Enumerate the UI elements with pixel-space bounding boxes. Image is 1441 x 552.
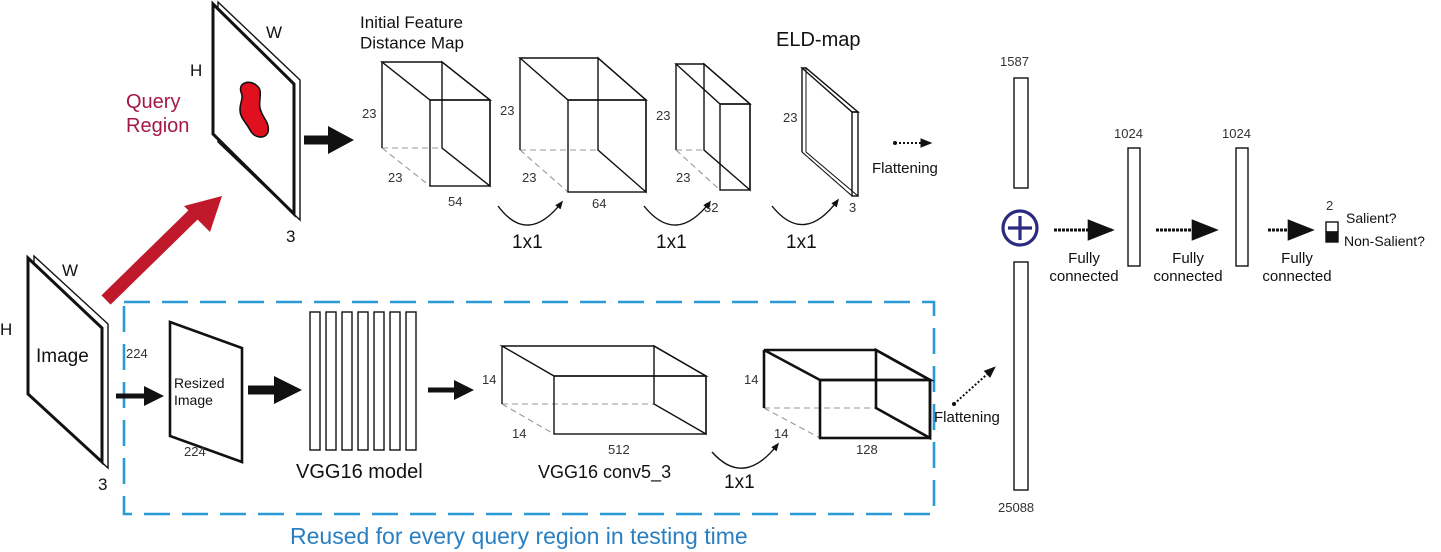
output-vector	[1325, 221, 1339, 243]
image-dim-c: 3	[98, 475, 107, 494]
vgg16-layers	[309, 311, 417, 451]
eld-dim-w: 3	[849, 200, 856, 215]
fc2-size: 1024	[1222, 126, 1251, 141]
query-red-arrow	[101, 196, 222, 305]
reuse-dashed-box	[122, 300, 936, 516]
query-region-plate	[211, 0, 301, 222]
c128-dim-h: 14	[744, 372, 758, 387]
c32-dim-h: 23	[656, 108, 670, 123]
query-dim-w: W	[266, 23, 282, 42]
image-dim-w: W	[62, 261, 78, 280]
c32-dim-d: 23	[676, 170, 690, 185]
eld-dim-h: 23	[783, 110, 797, 125]
image-label: Image	[36, 346, 89, 367]
conv-1x1-label-a: 1x1	[512, 232, 543, 253]
query-dim-c: 3	[286, 227, 295, 246]
eld-map-label: ELD-map	[776, 29, 860, 51]
conv-curve-arrow-c	[771, 198, 839, 226]
feature-cuboid-64	[518, 56, 648, 194]
ifdm-dim-d: 23	[388, 170, 402, 185]
ifdm-dim-h: 23	[362, 106, 376, 121]
vgg16-model-label: VGG16 model	[296, 461, 423, 483]
feature-cuboid-32	[674, 62, 752, 192]
conv-1x1-label-b: 1x1	[656, 232, 687, 253]
query-dim-h: H	[190, 61, 202, 80]
vector-vgg-25088	[1013, 261, 1029, 491]
image-to-resized-arrow	[116, 386, 164, 406]
resized-to-vgg-arrow	[248, 376, 302, 404]
reuse-caption: Reused for every query region in testing…	[290, 523, 748, 549]
conv5-dim-w: 512	[608, 442, 630, 457]
feature-cuboid-128	[762, 347, 936, 441]
image-dim-h: H	[0, 320, 12, 339]
conv-curve-arrow-d	[711, 442, 780, 469]
concat-top-dim: 1587	[1000, 54, 1029, 69]
conv5-dim-h: 14	[482, 372, 496, 387]
input-image-plate	[26, 254, 109, 470]
conv-1x1-label-d: 1x1	[724, 472, 755, 493]
fc1-vector	[1127, 147, 1141, 267]
c64-dim-w: 64	[592, 196, 606, 211]
non-salient-label: Non-Salient?	[1344, 233, 1425, 249]
out-size: 2	[1326, 198, 1333, 213]
fc2-vector	[1235, 147, 1249, 267]
eld-map-cuboid	[800, 66, 860, 198]
circle-plus-icon	[1001, 209, 1039, 247]
conv5-dim-d: 14	[512, 426, 526, 441]
resized-dim-w: 224	[184, 444, 206, 459]
vgg16-conv-label: VGG16 conv5_3	[538, 462, 671, 483]
salient-label: Salient?	[1346, 210, 1397, 226]
fc1-size: 1024	[1114, 126, 1143, 141]
vgg16-conv5-cuboid	[499, 344, 709, 436]
vgg-to-conv5-arrow	[428, 380, 474, 400]
flatten-bottom-arrow	[953, 366, 996, 405]
ifdm-dim-w: 54	[448, 194, 462, 209]
conv-curve-arrow-a	[497, 200, 564, 226]
conv-curve-arrow-b	[643, 200, 712, 226]
vector-eld-1587	[1013, 77, 1029, 189]
query-to-map-arrow	[304, 126, 354, 154]
c128-dim-w: 128	[856, 442, 878, 457]
resized-image-plate	[168, 320, 244, 464]
initial-feature-distance-map	[379, 60, 493, 188]
flatten-top-label: Flattening	[872, 160, 938, 177]
query-region-blob	[239, 81, 270, 138]
resized-dim-h: 224	[126, 346, 148, 361]
conv-1x1-label-c: 1x1	[786, 232, 817, 253]
concat-bottom-dim: 25088	[998, 500, 1034, 515]
flatten-bottom-label: Flattening	[934, 409, 1000, 426]
c64-dim-d: 23	[522, 170, 536, 185]
c64-dim-h: 23	[500, 103, 514, 118]
c128-dim-d: 14	[774, 426, 788, 441]
